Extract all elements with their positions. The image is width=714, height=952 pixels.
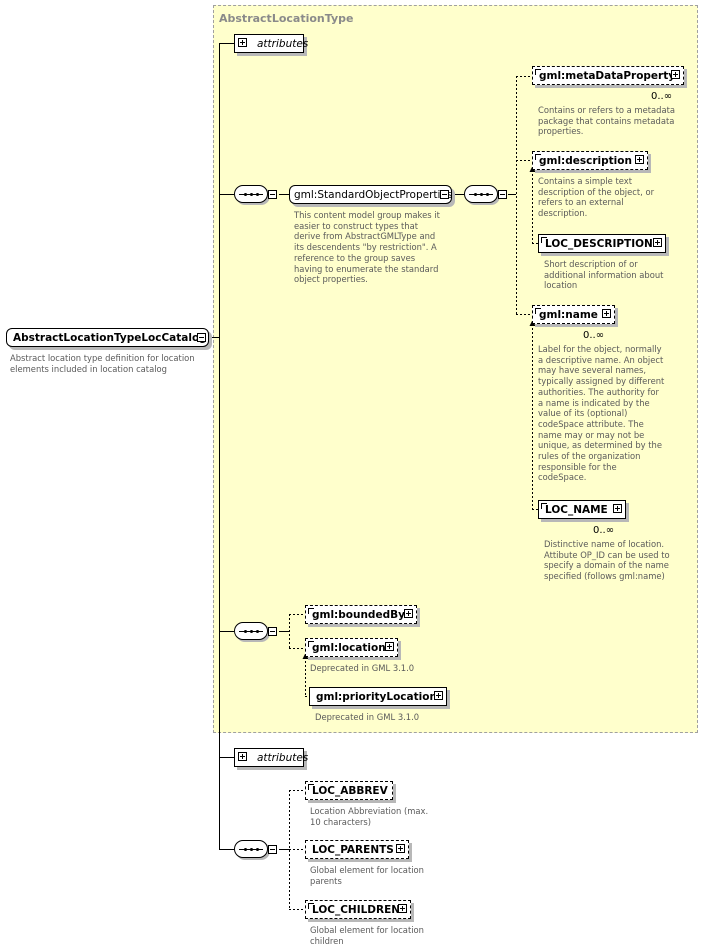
- element-label: gml:name: [539, 308, 598, 321]
- element-name[interactable]: gml:name: [532, 305, 615, 324]
- expand-icon[interactable]: [635, 155, 644, 164]
- expand-icon[interactable]: [653, 238, 662, 247]
- element-doc: Short description of or additional infor…: [544, 259, 664, 291]
- sequence-compositor[interactable]: [464, 185, 498, 203]
- element-doc: Deprecated in GML 3.1.0: [310, 663, 415, 673]
- expand-icon[interactable]: [671, 70, 680, 79]
- collapse-icon[interactable]: [268, 190, 277, 199]
- cardinality: 0..∞: [651, 91, 673, 102]
- element-loc-name[interactable]: LOC_NAME: [538, 500, 626, 519]
- element-label: LOC_DESCRIPTION: [545, 237, 653, 250]
- expand-icon[interactable]: [238, 752, 247, 761]
- cardinality: 0..∞: [593, 525, 615, 536]
- element-loc-description[interactable]: LOC_DESCRIPTION: [538, 234, 666, 253]
- collapse-icon[interactable]: [268, 845, 277, 854]
- expand-icon[interactable]: [396, 844, 405, 853]
- group-doc: This content model group makes it easier…: [294, 210, 440, 285]
- group-box[interactable]: gml:StandardObjectProperties: [289, 185, 452, 204]
- element-description[interactable]: gml:description: [532, 151, 648, 170]
- extension-title: AbstractLocationType: [219, 12, 354, 25]
- element-metadataproperty[interactable]: gml:metaDataProperty: [532, 66, 684, 85]
- element-label: gml:location: [312, 641, 386, 654]
- element-doc: Global element for location children: [310, 925, 424, 946]
- sequence-compositor[interactable]: [234, 622, 268, 640]
- element-location[interactable]: gml:location: [305, 638, 398, 657]
- element-loc-children[interactable]: LOC_CHILDREN: [305, 900, 411, 919]
- sequence-compositor[interactable]: [234, 185, 268, 203]
- extension-frame: [213, 5, 698, 733]
- element-label: LOC_ABBREV: [312, 784, 388, 797]
- element-loc-abbrev[interactable]: LOC_ABBREV: [305, 781, 393, 800]
- element-label: LOC_CHILDREN: [312, 903, 401, 916]
- element-label: gml:metaDataProperty: [539, 69, 676, 82]
- element-doc: Contains a simple text description of th…: [538, 176, 655, 219]
- expand-icon[interactable]: [238, 38, 247, 47]
- element-doc: Deprecated in GML 3.1.0: [315, 712, 420, 722]
- expand-icon[interactable]: [602, 309, 611, 318]
- root-doc: Abstract location type definition for lo…: [10, 353, 195, 374]
- expand-icon[interactable]: [434, 691, 443, 700]
- expand-icon[interactable]: [404, 609, 413, 618]
- element-doc: Label for the object, normally a descrip…: [538, 344, 665, 483]
- element-label: gml:boundedBy: [312, 608, 405, 621]
- element-label: gml:description: [539, 154, 632, 167]
- attributes-label: attributes: [257, 37, 309, 50]
- collapse-icon[interactable]: [440, 190, 449, 199]
- element-doc: Distinctive name of location. Attibute O…: [544, 539, 670, 582]
- root-element[interactable]: AbstractLocationTypeLocCatalog: [6, 328, 209, 347]
- sequence-compositor[interactable]: [234, 840, 268, 858]
- element-doc: Location Abbreviation (max. 10 character…: [310, 806, 429, 827]
- expand-icon[interactable]: [398, 904, 407, 913]
- element-boundedby[interactable]: gml:boundedBy: [305, 605, 417, 624]
- group-label: gml:StandardObjectProperties: [294, 188, 453, 201]
- attributes-label: attributes: [257, 751, 309, 764]
- element-label: LOC_NAME: [545, 503, 608, 516]
- attributes-box[interactable]: attributes: [234, 748, 308, 767]
- element-loc-parents[interactable]: LOC_PARENTS: [305, 840, 409, 859]
- element-label: LOC_PARENTS: [312, 843, 394, 856]
- cardinality: 0..∞: [583, 330, 605, 341]
- element-doc: Contains or refers to a metadata package…: [538, 105, 676, 137]
- element-prioritylocation[interactable]: gml:priorityLocation: [309, 687, 447, 706]
- collapse-icon[interactable]: [197, 333, 206, 342]
- expand-icon[interactable]: [385, 642, 394, 651]
- collapse-icon[interactable]: [268, 627, 277, 636]
- root-element-label: AbstractLocationTypeLocCatalog: [13, 331, 207, 344]
- expand-icon[interactable]: [613, 504, 622, 513]
- element-doc: Global element for location parents: [310, 865, 424, 886]
- attributes-box[interactable]: attributes: [234, 34, 308, 53]
- collapse-icon[interactable]: [498, 190, 507, 199]
- element-label: gml:priorityLocation: [316, 690, 437, 703]
